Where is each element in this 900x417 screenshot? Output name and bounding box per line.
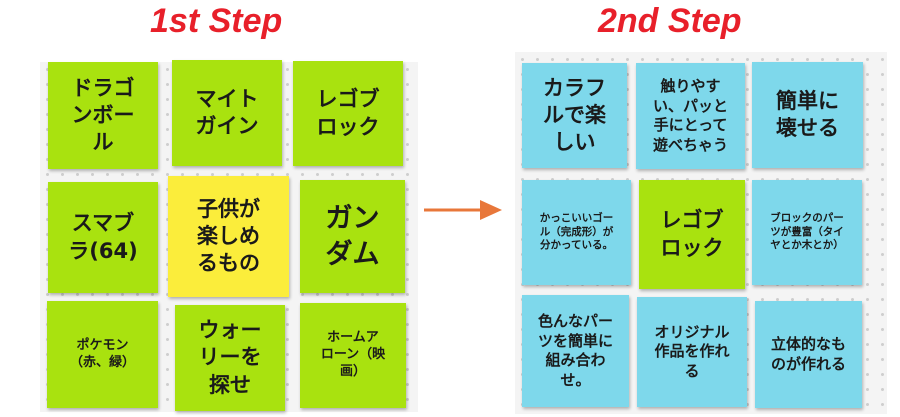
note-line: ホームア: [327, 330, 379, 346]
note-line: ガイン: [195, 114, 259, 138]
step1-title: 1st Step: [150, 2, 283, 40]
note-line: マイト: [195, 86, 259, 111]
note-text: 色んなパーツを簡単に組み合わせ。: [538, 312, 613, 390]
note-line: かっこいいゴー: [539, 212, 614, 225]
step2-note-8: オリジナル作品を作れる: [637, 297, 747, 407]
note-text: レゴブロック: [317, 86, 380, 141]
step2-note-4: かっこいいゴール（完成形）が分かっている。: [522, 180, 631, 285]
note-text: 子供が楽しめるもの: [197, 196, 260, 278]
note-line: ンボー: [71, 102, 135, 127]
note-text: ドラゴンボール: [72, 75, 135, 157]
note-line: 子供が: [197, 196, 260, 221]
step2-note-6: ブロックのパーツが豊富（タイヤとか木とか）: [752, 180, 862, 285]
note-text: ウォーリーを探せ: [199, 317, 262, 399]
note-line: ローン（映: [320, 347, 386, 363]
note-line: 手にとって: [653, 116, 728, 134]
step2-title: 2nd Step: [598, 2, 742, 40]
note-line: ロック: [316, 114, 380, 139]
note-line: るもの: [197, 251, 260, 276]
note-line: 立体的なも: [770, 335, 846, 353]
note-text: 簡単に壊せる: [776, 88, 839, 143]
note-line: （赤、緑）: [69, 354, 135, 370]
note-line: ラ(64): [68, 238, 138, 263]
note-line: い、パッと: [652, 96, 728, 115]
note-line: せ。: [560, 370, 591, 389]
note-line: ロック: [660, 235, 724, 260]
note-text: スマブラ(64): [68, 210, 137, 265]
note-line: 遊べちゃう: [652, 135, 728, 154]
note-line: 楽しめ: [197, 223, 260, 248]
step2-note-1: カラフルで楽しい: [522, 63, 627, 168]
note-line: 色んなパー: [537, 312, 613, 330]
note-line: ダム: [325, 238, 380, 270]
note-text: オリジナル作品を作れる: [654, 323, 729, 382]
note-line: ルで楽: [543, 102, 606, 127]
step1-note-4: スマブラ(64): [48, 182, 158, 293]
note-line: ツが豊富（タイ: [770, 225, 844, 238]
note-line: 画）: [339, 363, 366, 379]
note-line: ヤとか木とか）: [770, 239, 844, 252]
arrow-right-icon: [424, 200, 502, 220]
note-line: ツを簡単に: [537, 331, 613, 350]
note-line: ル（完成形）が: [539, 225, 614, 238]
note-line: のが作れる: [770, 354, 846, 373]
note-line: オリジナル: [654, 322, 730, 341]
step1-note-8: ウォーリーを探せ: [175, 305, 285, 411]
note-text: レゴブロック: [661, 207, 724, 262]
step2-note-3: 簡単に壊せる: [752, 62, 863, 168]
note-text: 触りやすい、パッと手にとって遊べちゃう: [653, 77, 728, 155]
step2-center-note: レゴブロック: [639, 180, 745, 289]
note-line: 分かっている。: [540, 239, 613, 252]
step2-note-9: 立体的なものが作れる: [755, 301, 862, 408]
note-line: ル: [92, 130, 114, 155]
note-line: 壊せる: [776, 116, 839, 140]
note-line: 簡単に: [776, 88, 839, 113]
step2-note-7: 色んなパーツを簡単に組み合わせ。: [522, 295, 629, 407]
note-line: ウォー: [198, 318, 262, 343]
note-line: 探せ: [209, 372, 251, 397]
step1-note-6: ガンダム: [300, 180, 405, 293]
note-line: る: [684, 361, 700, 380]
note-text: 立体的なものが作れる: [771, 335, 846, 374]
note-text: かっこいいゴール（完成形）が分かっている。: [540, 212, 614, 253]
step1-note-2: マイトガイン: [172, 60, 282, 166]
note-line: レゴブ: [660, 208, 724, 233]
note-line: スマブ: [71, 211, 135, 236]
step1-note-1: ドラゴンボール: [48, 62, 158, 169]
note-text: マイトガイン: [196, 86, 259, 141]
note-text: カラフルで楽しい: [543, 75, 606, 157]
note-line: 作品を作れ: [654, 342, 730, 361]
step1-note-7: ポケモン（赤、緑）: [47, 301, 158, 408]
step1-note-3: レゴブロック: [293, 61, 403, 166]
step2-note-2: 触りやすい、パッと手にとって遊べちゃう: [636, 63, 745, 169]
step1-note-9: ホームアローン（映画）: [300, 303, 406, 408]
note-text: ブロックのパーツが豊富（タイヤとか木とか）: [770, 212, 844, 253]
note-line: 触りやす: [660, 77, 721, 95]
note-line: ガン: [325, 203, 380, 235]
note-text: ポケモン（赤、緑）: [70, 338, 135, 372]
step1-center-note: 子供が楽しめるもの: [168, 176, 289, 297]
note-line: カラフ: [543, 75, 606, 100]
note-line: ドラゴ: [71, 75, 135, 100]
note-text: ガンダム: [326, 201, 380, 271]
note-line: リーを: [198, 345, 262, 370]
note-line: 組み合わ: [545, 351, 606, 369]
note-text: ホームアローン（映画）: [321, 330, 385, 381]
note-line: ポケモン: [76, 337, 129, 353]
note-line: しい: [553, 130, 596, 155]
note-line: ブロックのパー: [770, 212, 844, 225]
note-line: レゴブ: [316, 87, 380, 112]
